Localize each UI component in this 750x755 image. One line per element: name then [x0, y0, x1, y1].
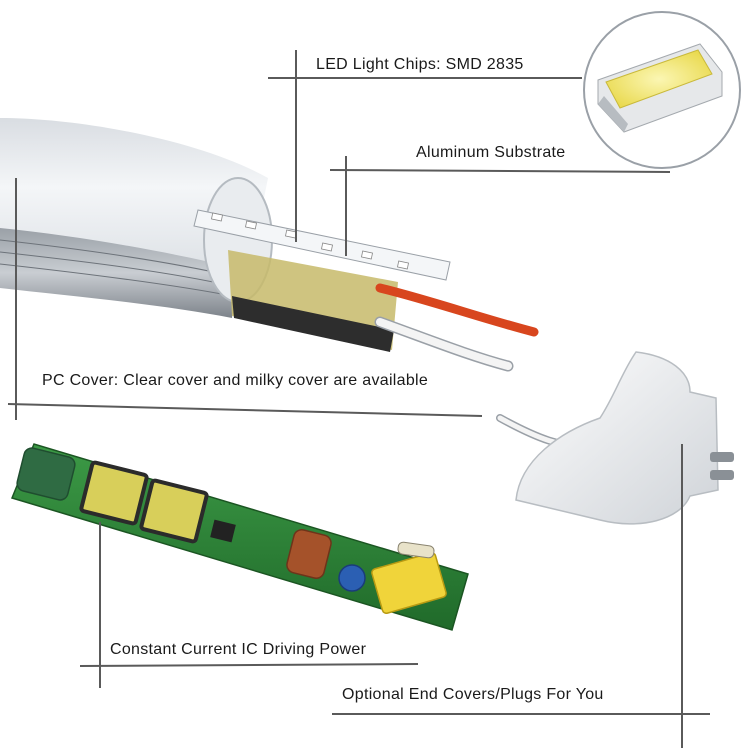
smd-chip-inset: [583, 11, 741, 169]
label-driver: Constant Current IC Driving Power: [110, 641, 367, 658]
aluminum-body-shape: [0, 228, 235, 318]
chip-lens: [605, 49, 713, 109]
led-strip: [193, 209, 451, 281]
pin-top: [710, 452, 734, 462]
label-aluminum-substrate: Aluminum Substrate: [416, 144, 566, 161]
label-end-covers: Optional End Covers/Plugs For You: [342, 686, 604, 703]
label-pc-cover: PC Cover: Clear cover and milky cover ar…: [42, 372, 429, 389]
end-cap: [496, 351, 734, 525]
pin-bottom: [710, 470, 734, 480]
film-capacitor: [286, 529, 332, 579]
yellow-capacitor: [371, 551, 447, 615]
blue-capacitor: [338, 564, 366, 592]
transformer-2: [139, 478, 209, 544]
callout-ic-h: [79, 663, 419, 667]
driver-board: [10, 443, 469, 631]
red-wire: [375, 283, 539, 337]
label-led-chips: LED Light Chips: SMD 2835: [316, 56, 524, 73]
ic-chip: [210, 519, 236, 543]
wires: [374, 283, 539, 372]
callout-pc-h: [7, 403, 483, 417]
callout-alu-h: [329, 169, 671, 173]
end-cap-body: [515, 351, 719, 525]
transformer-1: [79, 460, 149, 526]
fuse: [397, 541, 435, 559]
electrolytic-capacitor: [16, 447, 76, 501]
white-wire: [376, 318, 512, 370]
callout-lines: [7, 50, 710, 748]
led-tube: [0, 118, 398, 352]
